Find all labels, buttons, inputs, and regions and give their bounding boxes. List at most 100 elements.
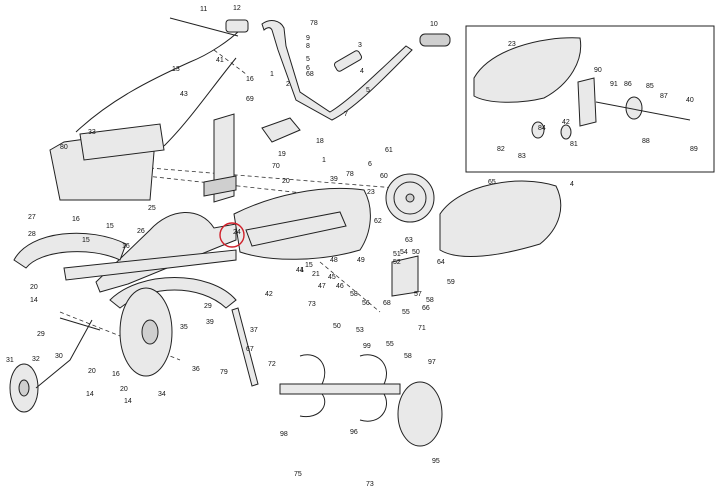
- part-number-label: 18: [316, 138, 324, 145]
- part-number-label: 46: [336, 283, 344, 290]
- cable: [169, 17, 239, 37]
- part-number-label: 65: [488, 179, 496, 186]
- part-number-label: 40: [686, 97, 694, 104]
- inset-cover: [473, 37, 582, 103]
- part-number-label: 95: [432, 458, 440, 465]
- adjust-clamp: [261, 117, 301, 143]
- tine-shaft: [279, 383, 401, 395]
- part-number-label: 19: [278, 151, 286, 158]
- rod: [231, 307, 259, 387]
- part-number-label: 42: [562, 119, 570, 126]
- part-number-label: 73: [308, 301, 316, 308]
- part-number-label: 61: [385, 147, 393, 154]
- part-number-label: 35: [180, 324, 188, 331]
- part-number-label: 20: [282, 178, 290, 185]
- tine-blade: [299, 354, 326, 418]
- part-number-label: 99: [363, 343, 371, 350]
- part-number-label: 80: [60, 144, 68, 151]
- handle-grip: [419, 33, 451, 47]
- part-number-label: 21: [312, 271, 320, 278]
- part-number-label: 58: [426, 297, 434, 304]
- part-number-label: 20: [88, 368, 96, 375]
- part-number-label: 16: [246, 76, 254, 83]
- lever: [333, 50, 363, 72]
- left-fender: [13, 232, 127, 269]
- part-number-label: 5: [306, 56, 310, 63]
- main-wheel-hub: [141, 319, 159, 345]
- part-number-label: 53: [356, 327, 364, 334]
- part-number-label: 54: [400, 249, 408, 256]
- part-number-label: 47: [318, 283, 326, 290]
- part-number-label: 31: [6, 357, 14, 364]
- part-number-label: 32: [32, 356, 40, 363]
- part-number-label: 52: [393, 259, 401, 266]
- part-number-label: 27: [28, 214, 36, 221]
- part-number-label: 50: [412, 249, 420, 256]
- part-number-label: 66: [422, 305, 430, 312]
- part-number-label: 10: [430, 21, 438, 28]
- part-number-label: 88: [642, 138, 650, 145]
- part-number-label: 55: [386, 341, 394, 348]
- part-number-label: 62: [374, 218, 382, 225]
- part-number-label: 97: [428, 359, 436, 366]
- wheel-hub: [18, 379, 30, 397]
- part-number-label: 14: [124, 398, 132, 405]
- part-number-label: 20: [30, 284, 38, 291]
- part-number-label: 68: [306, 71, 314, 78]
- part-number-label: 4: [360, 68, 364, 75]
- part-number-label: 64: [437, 259, 445, 266]
- part-number-label: 39: [330, 176, 338, 183]
- part-number-label: 25: [148, 205, 156, 212]
- right-engine-cover: [439, 180, 562, 258]
- part-number-label: 50: [333, 323, 341, 330]
- part-number-label: 42: [265, 291, 273, 298]
- part-number-label: 15: [305, 262, 313, 269]
- part-number-label: 84: [538, 125, 546, 132]
- part-number-label: 29: [204, 303, 212, 310]
- part-number-label: 26: [137, 228, 145, 235]
- part-number-label: 20: [120, 386, 128, 393]
- part-number-label: 69: [246, 96, 254, 103]
- part-number-label: 82: [497, 146, 505, 153]
- part-number-label: 56: [362, 300, 370, 307]
- part-number-label: 67: [246, 346, 254, 353]
- part-number-label: 15: [106, 223, 114, 230]
- pulley-hub: [405, 193, 415, 203]
- part-number-label: 23: [367, 189, 375, 196]
- part-number-label: 16: [72, 216, 80, 223]
- inset-shaft: [595, 101, 691, 121]
- engine-cover-front: [79, 123, 165, 161]
- part-number-label: 83: [518, 153, 526, 160]
- inset-detail-frame: [465, 25, 715, 173]
- part-number-label: 86: [624, 81, 632, 88]
- part-number-label: 9: [306, 35, 310, 42]
- alignment-line: [319, 261, 381, 313]
- inset-gear: [560, 124, 572, 140]
- transmission-cover-side: [245, 211, 347, 247]
- part-number-label: 85: [646, 83, 654, 90]
- part-number-label: 23: [508, 41, 516, 48]
- part-number-label: 15: [82, 237, 90, 244]
- part-number-label: 34: [158, 391, 166, 398]
- part-number-label: 43: [180, 91, 188, 98]
- part-number-label: 55: [402, 309, 410, 316]
- part-number-label: 78: [310, 20, 318, 27]
- part-number-label: 2: [286, 81, 290, 88]
- part-number-label: 3: [358, 42, 362, 49]
- part-number-label: 48: [330, 257, 338, 264]
- part-number-label: 29: [37, 331, 45, 338]
- part-number-label: 44: [296, 267, 304, 274]
- part-number-label: 16: [112, 371, 120, 378]
- part-number-label: 4: [570, 181, 574, 188]
- part-number-label: 51: [393, 251, 401, 258]
- part-number-label: 14: [86, 391, 94, 398]
- wheel-bracket: [35, 319, 93, 389]
- highlight-marker: [219, 222, 245, 248]
- part-number-label: 63: [405, 237, 413, 244]
- part-number-label: 96: [350, 429, 358, 436]
- part-number-label: 78: [346, 171, 354, 178]
- part-number-label: 36: [192, 366, 200, 373]
- part-number-label: 90: [594, 67, 602, 74]
